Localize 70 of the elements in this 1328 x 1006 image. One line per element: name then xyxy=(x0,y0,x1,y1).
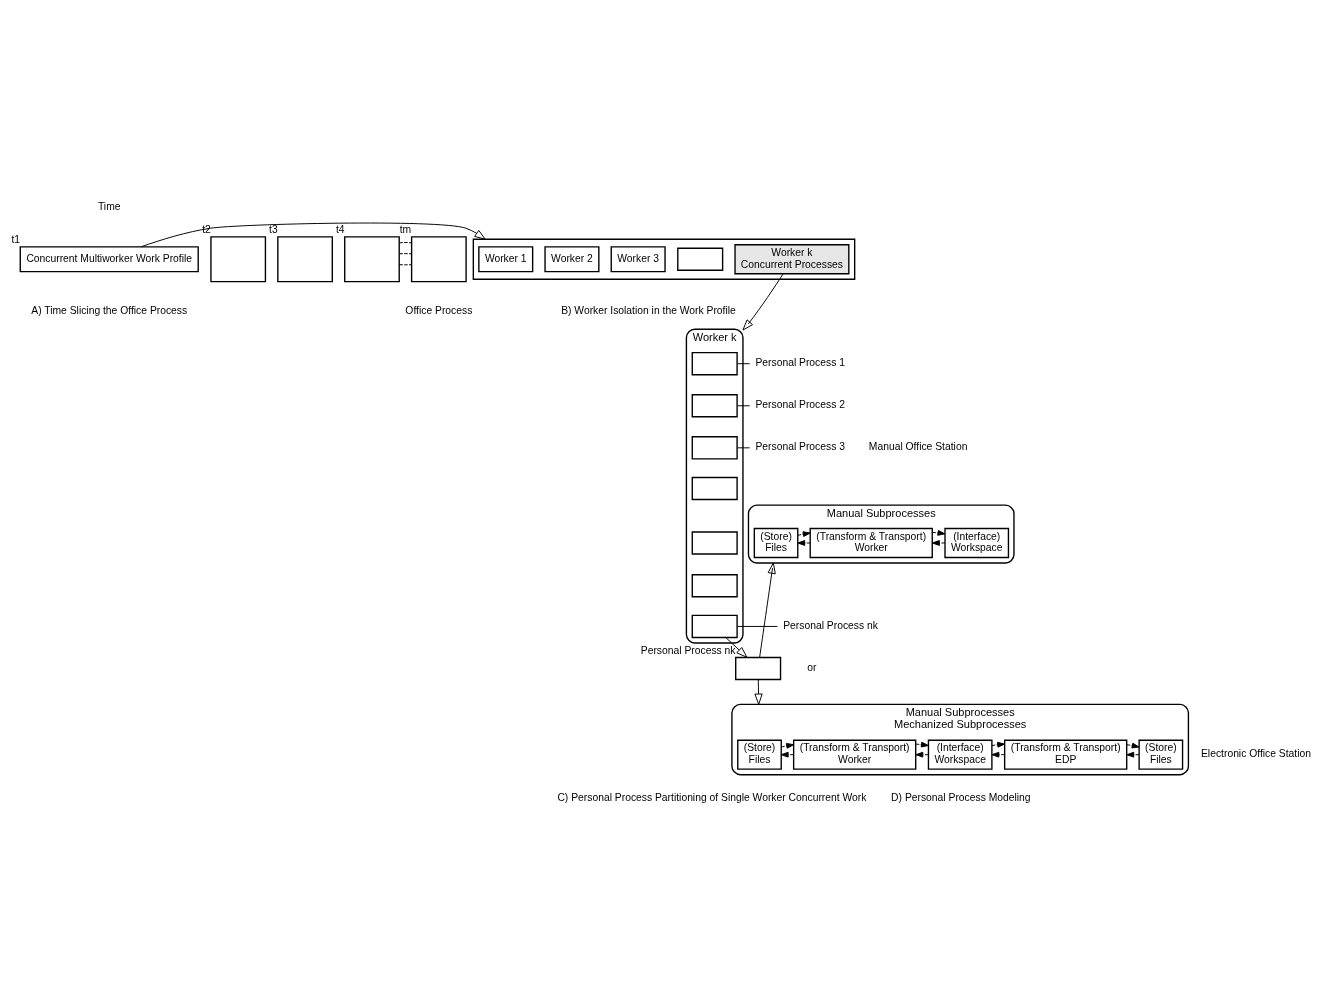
connector xyxy=(736,405,751,407)
arrow xyxy=(931,530,946,536)
label: Manual Office Station xyxy=(868,441,968,453)
node-label: Personal Process nk xyxy=(640,645,736,657)
arrow xyxy=(1126,742,1140,749)
node-label: t1 xyxy=(11,234,21,246)
label: B) Worker Isolation in the Work Profile xyxy=(561,304,736,316)
arrow xyxy=(725,637,748,658)
arrow xyxy=(759,562,776,658)
label: Time xyxy=(97,200,121,212)
node-box xyxy=(344,236,400,283)
node-label: t4 xyxy=(335,224,345,236)
label: Office Process xyxy=(405,304,473,316)
node-box xyxy=(691,531,738,555)
node-box: (Interface) Workspace xyxy=(927,739,993,770)
arrow xyxy=(991,741,1006,748)
node-box xyxy=(735,656,782,681)
node-box: (Interface) Workspace xyxy=(944,527,1010,559)
node-box: Worker 1 xyxy=(478,246,534,273)
node-box xyxy=(210,236,267,283)
arrow xyxy=(780,751,795,758)
node-box: (Transform & Transport) Worker xyxy=(809,527,933,559)
node-text: Personal Process 2 xyxy=(755,399,845,411)
node-label: tm xyxy=(399,224,412,236)
arrow xyxy=(797,540,811,546)
connector xyxy=(398,264,412,266)
connector xyxy=(736,447,751,449)
node-box xyxy=(691,394,738,418)
node-box xyxy=(410,236,467,283)
arrow xyxy=(915,741,929,748)
label: or xyxy=(807,661,817,673)
node-box: Concurrent Multiworker Work Profile xyxy=(19,246,199,273)
node-box: (Transform & Transport) EDP xyxy=(1003,739,1128,770)
node-box: (Store) Files xyxy=(753,527,799,559)
connector xyxy=(736,625,778,627)
node-box: (Transform & Transport) Worker xyxy=(792,739,917,770)
node-box xyxy=(691,352,738,376)
arrow xyxy=(1126,751,1140,758)
arrow xyxy=(931,540,946,546)
node-box: (Store) Files xyxy=(1138,739,1184,770)
label: Electronic Office Station xyxy=(1200,748,1312,760)
node-box xyxy=(691,614,738,639)
node-text: Personal Process 3 xyxy=(755,441,845,453)
label: D) Personal Process Modeling xyxy=(891,792,1031,804)
arrow xyxy=(780,742,795,749)
node-box xyxy=(677,247,724,271)
node-box: Worker 3 xyxy=(610,246,666,273)
label: A) Time Slicing the Office Process xyxy=(31,304,188,316)
arrow xyxy=(742,273,784,331)
arrow xyxy=(991,751,1006,758)
node-text: Personal Process nk xyxy=(783,619,878,631)
node-box xyxy=(691,436,738,460)
node-text: Personal Process 1 xyxy=(755,357,845,369)
cluster: Worker k xyxy=(685,328,744,644)
node-box: Worker 2 xyxy=(544,246,600,273)
node-box xyxy=(691,574,738,598)
arrow xyxy=(797,531,811,537)
connector xyxy=(398,241,412,244)
arrow xyxy=(915,751,929,758)
label: C) Personal Process Partitioning of Single Worker Concurrent Work xyxy=(557,792,867,804)
node-box: Worker k Concurrent Processes xyxy=(734,244,850,275)
node-box: (Store) Files xyxy=(737,739,782,770)
connector xyxy=(398,253,412,255)
arrow xyxy=(140,222,486,248)
cluster xyxy=(472,238,856,280)
node-box xyxy=(691,476,738,501)
connector xyxy=(736,363,751,365)
node-box xyxy=(277,236,333,283)
arrow xyxy=(754,679,763,705)
node-label: t3 xyxy=(269,224,278,236)
